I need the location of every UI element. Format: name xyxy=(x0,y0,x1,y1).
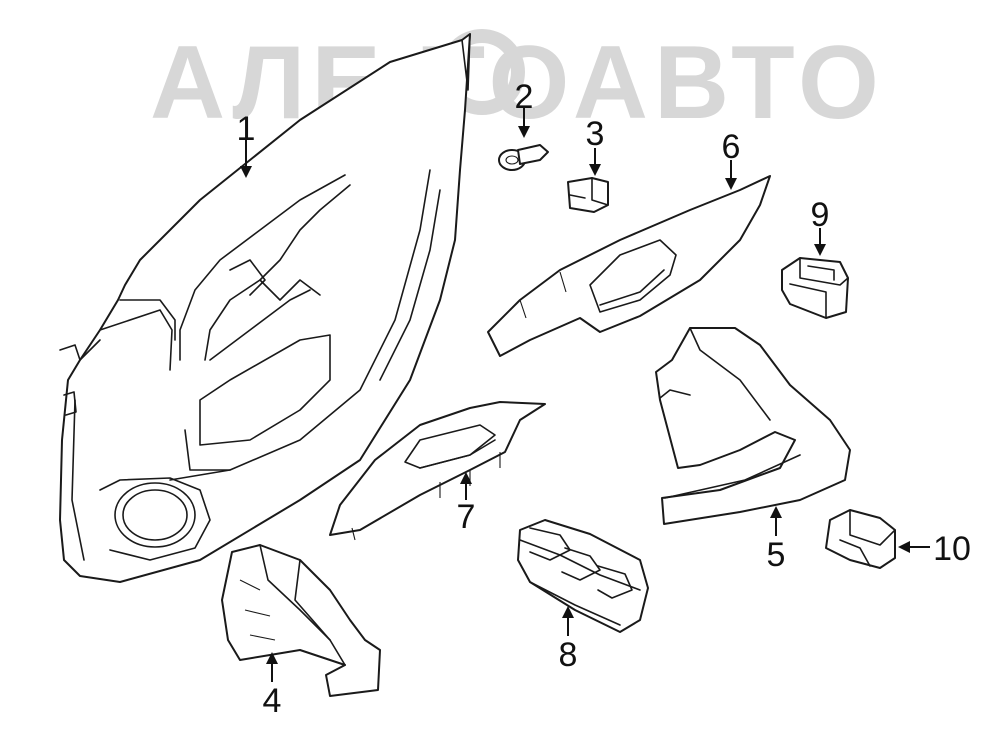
callout-5: 5 xyxy=(767,536,786,574)
callout-1: 1 xyxy=(237,110,256,148)
small-bracket xyxy=(567,177,609,213)
callout-labels: 1 2 3 4 5 6 7 8 9 10 xyxy=(237,78,971,720)
callout-2: 2 xyxy=(515,78,534,116)
lower-bracket xyxy=(221,544,381,697)
main-window-switch xyxy=(517,519,649,633)
callout-9: 9 xyxy=(811,196,830,234)
watermark-logo: АЛЕ ТОАВТО xyxy=(150,25,879,141)
callout-6: 6 xyxy=(722,128,741,166)
callout-4: 4 xyxy=(263,682,282,720)
callout-8: 8 xyxy=(559,636,578,674)
callout-3: 3 xyxy=(586,115,605,153)
callout-10: 10 xyxy=(933,530,971,568)
side-clip xyxy=(825,509,896,569)
armrest-cover xyxy=(655,327,851,525)
callout-arrows xyxy=(240,108,930,682)
trim-clip xyxy=(498,144,549,171)
door-trim-panel xyxy=(59,33,471,583)
upper-switch-finisher xyxy=(487,175,771,357)
lower-switch-finisher xyxy=(329,401,546,541)
window-switch-small xyxy=(781,257,849,319)
callout-7: 7 xyxy=(457,498,476,536)
